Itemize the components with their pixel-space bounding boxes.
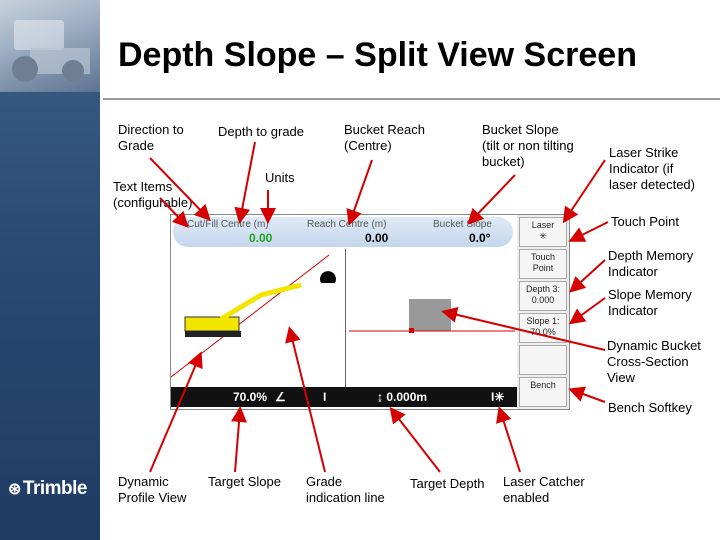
label-touch-point: Touch Point	[611, 214, 679, 229]
status-separator: I	[323, 390, 327, 404]
label-laser-catcher: Laser Catcher enabled	[503, 474, 585, 505]
label-target-slope: Target Slope	[208, 474, 281, 489]
slope-angle-icon: ∠	[275, 390, 286, 404]
status-bar: 70.0% ∠ I ↨ 0.000m I✳	[171, 387, 517, 407]
label-text-items: Text Items (configurable)	[113, 179, 193, 210]
label-bucket-reach: Bucket Reach (Centre)	[344, 122, 425, 153]
label-bucket-slope: Bucket Slope (tilt or non tilting bucket…	[482, 122, 574, 169]
bucket-icon	[320, 271, 336, 283]
laser-catcher-icon: I✳	[491, 390, 505, 404]
label-units: Units	[265, 170, 295, 185]
arrow-target-depth	[389, 406, 441, 473]
slope-label: Bucket Slope	[433, 219, 492, 230]
bucket-cross-section	[409, 299, 451, 331]
label-dynamic-bucket: Dynamic Bucket Cross-Section View	[607, 338, 701, 385]
arrow-touch-point	[568, 221, 609, 242]
softkey-depth-memory[interactable]: Depth 3:0.000	[519, 281, 567, 311]
softkey-slope-memory[interactable]: Slope 1:70.0%	[519, 313, 567, 343]
label-bench-softkey: Bench Softkey	[608, 400, 692, 415]
dynamic-profile-view	[171, 254, 336, 378]
reach-label: Reach Centre (m)	[307, 219, 387, 230]
grade-indication-line	[171, 254, 330, 378]
label-depth-to-grade: Depth to grade	[218, 124, 305, 139]
trimble-logo: ⊛Trimble	[8, 478, 87, 499]
target-depth-value: ↨ 0.000m	[377, 390, 428, 404]
reach-value: 0.00	[365, 231, 389, 245]
arrow-depth-memory	[569, 259, 606, 293]
label-direction-to-grade: Direction to Grade	[118, 122, 184, 153]
cut-fill-value: 0.00	[249, 231, 273, 245]
arrow-bucket-reach	[346, 159, 373, 226]
arrow-target-slope	[231, 406, 248, 473]
excavator-boom	[219, 282, 302, 322]
label-depth-memory: Depth Memory Indicator	[608, 248, 694, 279]
title-divider	[103, 98, 720, 100]
text-items-bar: Cut/Fill Centre (m) 0.00 Reach Centre (m…	[173, 217, 513, 247]
label-dynamic-profile: Dynamic Profile View	[118, 474, 187, 505]
arrow-laser-catcher	[496, 406, 521, 473]
sidebar-band: ⊛Trimble	[0, 0, 100, 540]
laser-strike-icon: ✳	[539, 231, 547, 241]
arrow-slope-memory	[568, 297, 606, 325]
target-depth-marker	[409, 328, 414, 333]
page-title: Depth Slope – Split View Screen	[118, 36, 637, 74]
label-laser-strike: Laser Strike Indicator (if laser detecte…	[609, 145, 695, 192]
dynamic-bucket-cross-section-view	[349, 299, 515, 333]
excavator-track	[185, 331, 241, 337]
excavator-body	[184, 316, 240, 332]
cut-fill-label: Cut/Fill Centre (m)	[187, 219, 269, 230]
softkey-blank[interactable]	[519, 345, 567, 375]
arrow-bench-softkey	[568, 386, 606, 403]
label-grade-line: Grade indication line	[306, 474, 385, 505]
trimble-globe-icon: ⊛	[8, 481, 21, 498]
softkey-bench[interactable]: Bench	[519, 377, 567, 407]
split-view-screen: Cut/Fill Centre (m) 0.00 Reach Centre (m…	[170, 214, 570, 410]
split-view-graphics	[171, 254, 515, 378]
label-slope-memory: Slope Memory Indicator	[608, 287, 692, 318]
label-target-depth: Target Depth	[410, 476, 485, 491]
softkey-laser[interactable]: Laser✳	[519, 217, 567, 247]
slope-value: 0.0°	[469, 231, 491, 245]
target-slope-value: 70.0%	[233, 390, 268, 404]
excavator-photo	[0, 0, 100, 92]
arrow-depth-to-grade	[234, 141, 256, 224]
split-divider	[345, 249, 346, 387]
